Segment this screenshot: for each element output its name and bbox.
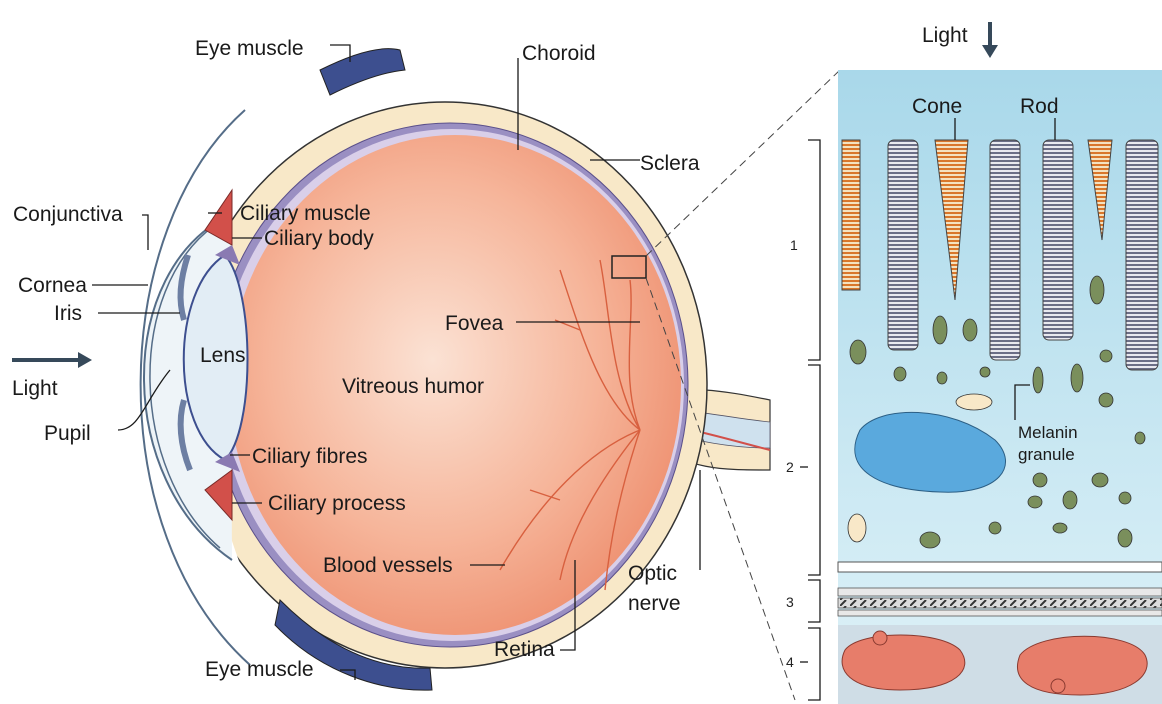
rod-cell — [1043, 140, 1073, 340]
eye-muscle-top-shape — [320, 49, 405, 95]
label-optic-nerve-1: Optic — [628, 562, 677, 585]
label-fovea: Fovea — [445, 312, 504, 335]
rod-cell — [888, 140, 918, 350]
label-iris: Iris — [54, 302, 82, 325]
label-retina: Retina — [494, 638, 555, 661]
light-arrow-left — [12, 352, 92, 368]
label-melanin-1: Melanin — [1018, 423, 1078, 442]
cone-cell — [842, 140, 860, 290]
label-ciliary-fibres: Ciliary fibres — [252, 445, 368, 468]
label-ciliary-process: Ciliary process — [268, 492, 406, 515]
basal-infoldings — [838, 562, 1162, 572]
label-lens: Lens — [200, 344, 246, 367]
layer-label-1: 1 — [790, 237, 798, 253]
layer-label-3: 3 — [786, 594, 794, 610]
blood-cell — [842, 635, 965, 690]
label-rod: Rod — [1020, 95, 1059, 118]
label-vitreous-humor: Vitreous humor — [342, 375, 484, 398]
label-sclera: Sclera — [640, 152, 700, 175]
light-arrow-inset — [982, 22, 998, 58]
rod-cell — [990, 140, 1020, 360]
eyeball — [141, 49, 840, 700]
label-conjunctiva: Conjunctiva — [13, 203, 123, 226]
layer-label-4: 4 — [786, 654, 794, 670]
bruchs-membrane-elastic — [838, 598, 1162, 608]
label-choroid: Choroid — [522, 42, 596, 65]
label-light-inset: Light — [922, 24, 968, 47]
layer-brackets — [800, 140, 820, 700]
blood-cell — [1018, 636, 1148, 695]
label-pupil: Pupil — [44, 422, 91, 445]
bruchs-membrane-bottom — [838, 610, 1162, 616]
bruchs-membrane-top — [838, 588, 1162, 596]
label-cornea: Cornea — [18, 274, 87, 297]
label-eye-muscle-bottom: Eye muscle — [205, 658, 314, 681]
label-melanin-2: granule — [1018, 445, 1075, 464]
lipid-droplet — [848, 514, 866, 542]
layer-label-2: 2 — [786, 459, 794, 475]
label-ciliary-muscle: Ciliary muscle — [240, 202, 371, 225]
label-blood-vessels: Blood vessels — [323, 554, 453, 577]
lipid-droplet — [956, 394, 992, 410]
retina-inset: 1 2 3 4 Light Cone Rod Melanin granule — [786, 22, 1162, 704]
label-ciliary-body: Ciliary body — [264, 227, 374, 250]
label-cone: Cone — [912, 95, 962, 118]
rod-cell — [1126, 140, 1158, 370]
label-eye-muscle-top: Eye muscle — [195, 37, 304, 60]
label-light-left: Light — [12, 377, 58, 400]
label-optic-nerve-2: nerve — [628, 592, 681, 615]
